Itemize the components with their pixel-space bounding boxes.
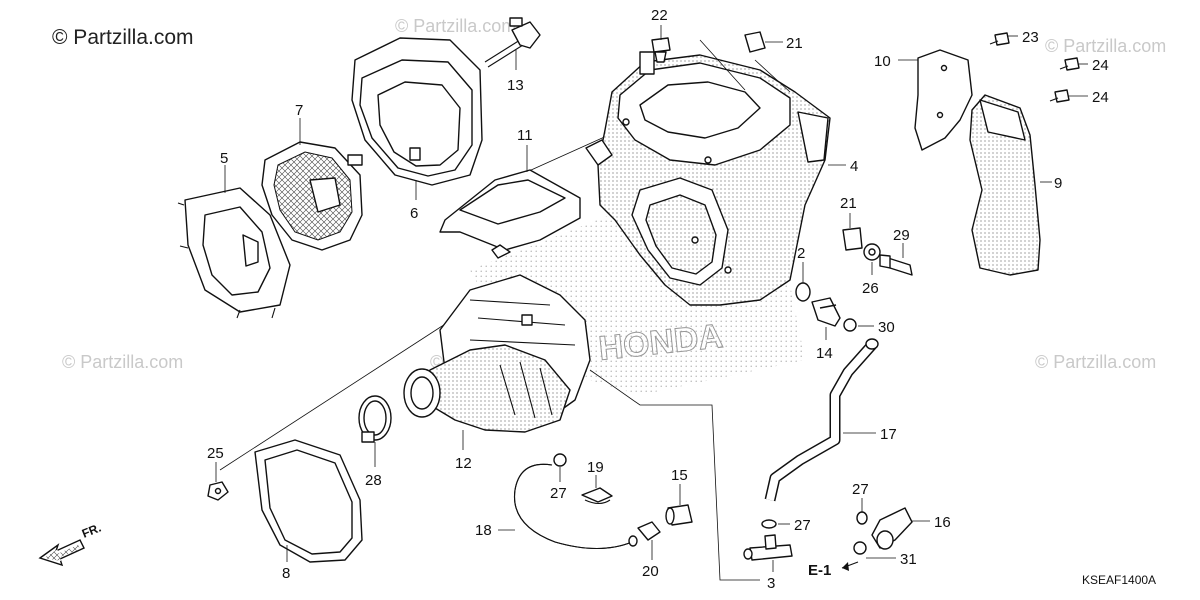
- part-15-plug[interactable]: [665, 504, 693, 526]
- part-8-gasket[interactable]: [254, 439, 363, 563]
- part-17-breather-hose[interactable]: [764, 338, 879, 502]
- callout-12: 12: [455, 455, 472, 472]
- callout-9: 9: [1054, 175, 1062, 192]
- callout-29: 29: [893, 227, 910, 244]
- callout-7: 7: [295, 102, 303, 119]
- part-13-bolt[interactable]: [484, 17, 541, 68]
- leader-line: [589, 369, 760, 581]
- callout-5: 5: [220, 150, 228, 167]
- callout-20: 20: [642, 563, 659, 580]
- callout-17: 17: [880, 426, 897, 443]
- callout-27-left: 27: [550, 485, 567, 502]
- callout-4: 4: [850, 158, 858, 175]
- callout-30: 30: [878, 319, 895, 336]
- part-14-drain-fitting[interactable]: [811, 297, 841, 327]
- callout-18: 18: [475, 522, 492, 539]
- callout-21-upper: 21: [786, 35, 803, 52]
- watermark-faint: © Partzilla.com: [1045, 36, 1166, 56]
- callout-2: 2: [797, 245, 805, 262]
- callout-14: 14: [816, 345, 833, 362]
- part-26-washer[interactable]: [863, 243, 881, 261]
- part-27-clamp-right[interactable]: [856, 511, 868, 525]
- front-direction-indicator: FR.: [38, 521, 103, 567]
- callout-19: 19: [587, 459, 604, 476]
- callout-15: 15: [671, 467, 688, 484]
- diagram-code: KSEAF1400A: [1082, 573, 1156, 587]
- callout-23: 23: [1022, 29, 1039, 46]
- callout-13: 13: [507, 77, 524, 94]
- part-10-side-cover[interactable]: [914, 49, 973, 151]
- part-9-shroud[interactable]: [969, 94, 1041, 276]
- part-20-nut[interactable]: [637, 521, 661, 541]
- callout-27-middle: 27: [794, 517, 811, 534]
- callout-25: 25: [207, 445, 224, 462]
- callout-8: 8: [282, 565, 290, 582]
- part-28-band-clamp[interactable]: [358, 395, 392, 443]
- part-4-air-cleaner-case[interactable]: [585, 51, 831, 306]
- callout-leaders: [215, 25, 1088, 572]
- part-29-bolt[interactable]: [879, 254, 913, 276]
- callout-24-upper: 24: [1092, 57, 1109, 74]
- callout-26: 26: [862, 280, 879, 297]
- part-6-foam-element[interactable]: [351, 37, 483, 186]
- leader-line: [699, 39, 791, 93]
- callout-27-right: 27: [852, 481, 869, 498]
- watermark-main: © Partzilla.com: [52, 26, 194, 49]
- part-31-clamp[interactable]: [853, 541, 867, 555]
- part-24-screw-upper[interactable]: [1059, 57, 1080, 71]
- callout-10: 10: [874, 53, 891, 70]
- part-24-screw-lower[interactable]: [1049, 89, 1070, 103]
- callout-24-lower: 24: [1092, 89, 1109, 106]
- callout-31: 31: [900, 551, 917, 568]
- callout-6: 6: [410, 205, 418, 222]
- callout-11: 11: [517, 127, 533, 144]
- part-30-clamp[interactable]: [843, 318, 857, 332]
- part-23-screw[interactable]: [989, 32, 1010, 46]
- watermark-faint: © Partzilla.com: [1035, 352, 1156, 372]
- part-3-joint[interactable]: [743, 534, 793, 561]
- callout-16: 16: [934, 514, 951, 531]
- callout-21-lower: 21: [840, 195, 857, 212]
- part-7-filter-element[interactable]: [261, 141, 363, 251]
- part-25-nut[interactable]: [207, 481, 229, 501]
- reference-e1: E-1: [808, 562, 831, 579]
- part-21-clip-lower[interactable]: [842, 227, 863, 251]
- front-direction-label: FR.: [80, 521, 103, 541]
- part-2-clamp[interactable]: [795, 282, 811, 302]
- callout-3: 3: [767, 575, 775, 592]
- watermark-faint: © Partzilla.com: [395, 16, 516, 36]
- part-11-bracket[interactable]: [439, 169, 581, 259]
- callout-28: 28: [365, 472, 382, 489]
- reference-arrow-head: [842, 562, 849, 571]
- part-27-clamp-middle[interactable]: [761, 519, 777, 529]
- part-19-hose-clip[interactable]: [581, 487, 613, 505]
- watermark-faint: © Partzilla.com: [62, 352, 183, 372]
- part-21-clip-upper[interactable]: [744, 31, 766, 53]
- part-27-clamp-left[interactable]: [553, 453, 567, 467]
- part-5-seal-plate[interactable]: [177, 187, 291, 319]
- part-22-grommet[interactable]: [651, 37, 671, 63]
- part-16-cap[interactable]: [871, 507, 913, 550]
- part-12-connecting-tube[interactable]: [403, 274, 591, 433]
- part-18-drain-hose[interactable]: [513, 463, 638, 549]
- callout-22: 22: [651, 7, 668, 24]
